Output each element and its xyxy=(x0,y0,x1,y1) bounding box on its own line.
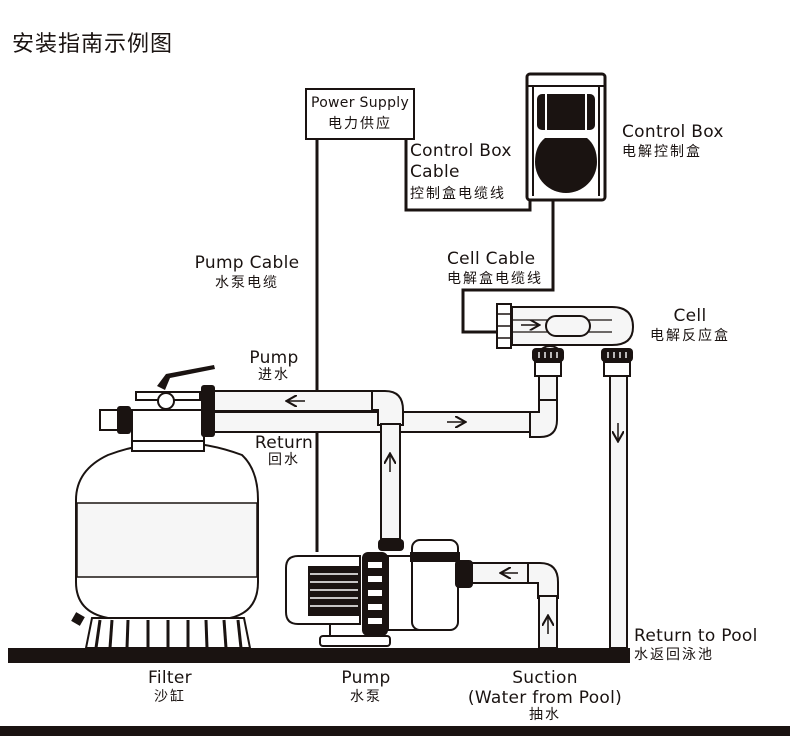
sand-filter xyxy=(71,365,259,649)
suction-pipe xyxy=(469,562,531,584)
return-to-pool-pipe xyxy=(609,375,628,649)
pump-zh: 水泵 xyxy=(350,688,382,705)
return-zh: 回水 xyxy=(268,451,300,468)
return-to-pool-zh: 水返回泳池 xyxy=(634,646,714,663)
pump-label: Pump 水泵 xyxy=(334,668,398,705)
pump-cable-en: Pump Cable xyxy=(194,253,300,273)
bottom-border-bar xyxy=(0,726,790,736)
power-supply-box: Power Supply 电力供应 xyxy=(305,88,415,140)
pump-cable-label: Pump Cable 水泵电缆 xyxy=(188,253,306,291)
cell-cable-en: Cell Cable xyxy=(447,249,536,269)
cell-inlet-riser xyxy=(538,375,558,403)
pump-inlet-zh: 进水 xyxy=(258,366,290,383)
control-box-label: Control Box 电解控制盒 xyxy=(622,122,724,160)
return-pipe xyxy=(204,411,531,433)
cell-inlet-elbow xyxy=(529,399,558,438)
control-box-cable-line xyxy=(404,138,532,212)
control-box-cable-zh: 控制盒电缆线 xyxy=(410,185,506,202)
control-box-en: Control Box xyxy=(622,122,724,142)
pump-inlet-label: Pump 进水 xyxy=(246,348,302,383)
suction-zh: 抽水 xyxy=(529,706,561,723)
page-title: 安装指南示例图 xyxy=(12,32,174,57)
pump-in-elbow xyxy=(371,390,404,426)
filter-zh: 沙缸 xyxy=(154,688,186,705)
suction-en-2: (Water from Pool) xyxy=(467,687,623,708)
suction-en-1: Suction xyxy=(512,668,578,688)
control-box-cable-label: Control Box Cable 控制盒电缆线 xyxy=(410,141,512,202)
return-to-pool-en: Return to Pool xyxy=(634,626,758,646)
cell-cable-label: Cell Cable 电解盒电缆线 xyxy=(447,249,543,287)
cell-cable-line xyxy=(461,200,555,334)
cell-zh: 电解反应盒 xyxy=(650,327,730,344)
suction-elbow xyxy=(527,562,559,599)
pump-cable-zh: 水泵电缆 xyxy=(215,274,279,291)
pump-outlet-riser xyxy=(380,423,401,540)
power-supply-label-en: Power Supply xyxy=(310,95,410,111)
cell-cable-zh: 电解盒电缆线 xyxy=(447,270,543,287)
control-box-cable-en-1: Control Box xyxy=(410,141,512,161)
ground-slab xyxy=(8,648,630,663)
pipework xyxy=(204,375,628,649)
suction-label: Suction (Water from Pool) 抽水 xyxy=(455,668,635,723)
control-box-zh: 电解控制盒 xyxy=(622,143,702,160)
pump-en: Pump xyxy=(341,668,391,688)
pump-inlet-en: Pump xyxy=(249,348,299,368)
return-label: Return 回水 xyxy=(252,433,316,468)
power-supply-label-zh: 电力供应 xyxy=(328,116,392,132)
return-en: Return xyxy=(254,433,314,453)
cell-en: Cell xyxy=(673,306,707,326)
control-box-device xyxy=(525,72,607,202)
cell-device xyxy=(496,303,635,377)
pump-device xyxy=(285,539,473,647)
control-box-cable-en-2: Cable xyxy=(410,161,460,182)
cell-label: Cell 电解反应盒 xyxy=(643,306,737,344)
filter-label: Filter 沙缸 xyxy=(138,668,202,705)
filter-en: Filter xyxy=(148,668,192,688)
return-to-pool-label: Return to Pool 水返回泳池 xyxy=(634,626,758,663)
